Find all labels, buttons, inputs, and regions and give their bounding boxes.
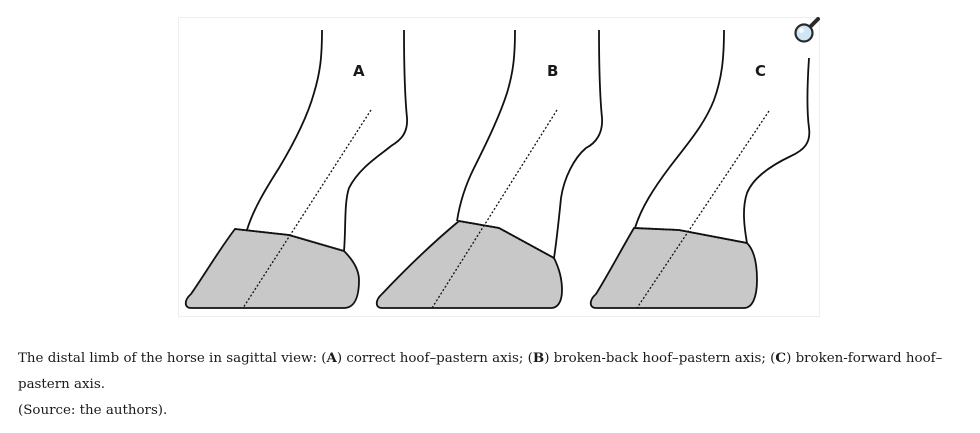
panel-a-hoof <box>184 228 360 309</box>
panel-c: C <box>589 29 811 309</box>
panel-a-coronary-band <box>234 228 345 252</box>
caption-ref-b: B <box>532 350 545 366</box>
caption-ref-c: C <box>775 350 787 366</box>
panel-c-axis-line <box>636 110 770 309</box>
panel-b-hoof <box>375 220 563 309</box>
panel-b-limb-back <box>553 29 603 259</box>
figure-image: A B C <box>178 17 820 317</box>
panel-a-limb-back <box>343 29 408 252</box>
panel-b-axis-line <box>431 109 558 309</box>
panel-c-label: C <box>755 62 766 80</box>
hoof-diagram: A B C <box>184 29 811 309</box>
panel-a-axis-line <box>242 109 372 309</box>
panel-c-limb-front <box>634 29 725 229</box>
panel-b: B <box>375 29 603 309</box>
panel-b-coronary-band <box>458 220 555 259</box>
panel-c-coronary-band <box>633 227 748 244</box>
panel-b-limb-front <box>456 29 516 222</box>
figure-caption: The distal limb of the horse in sagittal… <box>18 345 968 424</box>
caption-ref-a: A <box>326 350 337 366</box>
caption-text-a: ) correct hoof–pastern axis; ( <box>336 351 533 366</box>
caption-text-c: ) broken-forward hoof–pastern axis. <box>18 351 943 392</box>
panel-c-limb-back <box>743 57 811 244</box>
caption-lead: The distal limb of the horse in sagittal… <box>18 351 327 366</box>
panel-a-label: A <box>353 62 365 80</box>
caption-text-b: ) broken-back hoof–pastern axis; ( <box>544 351 776 366</box>
panel-b-label: B <box>547 62 558 80</box>
panel-c-hoof <box>589 227 758 309</box>
caption-source: (Source: the authors). <box>18 403 168 418</box>
panel-a-limb-front <box>246 29 323 231</box>
panel-a: A <box>184 29 408 309</box>
zoom-button[interactable] <box>791 16 821 46</box>
magnifier-icon <box>794 17 820 43</box>
